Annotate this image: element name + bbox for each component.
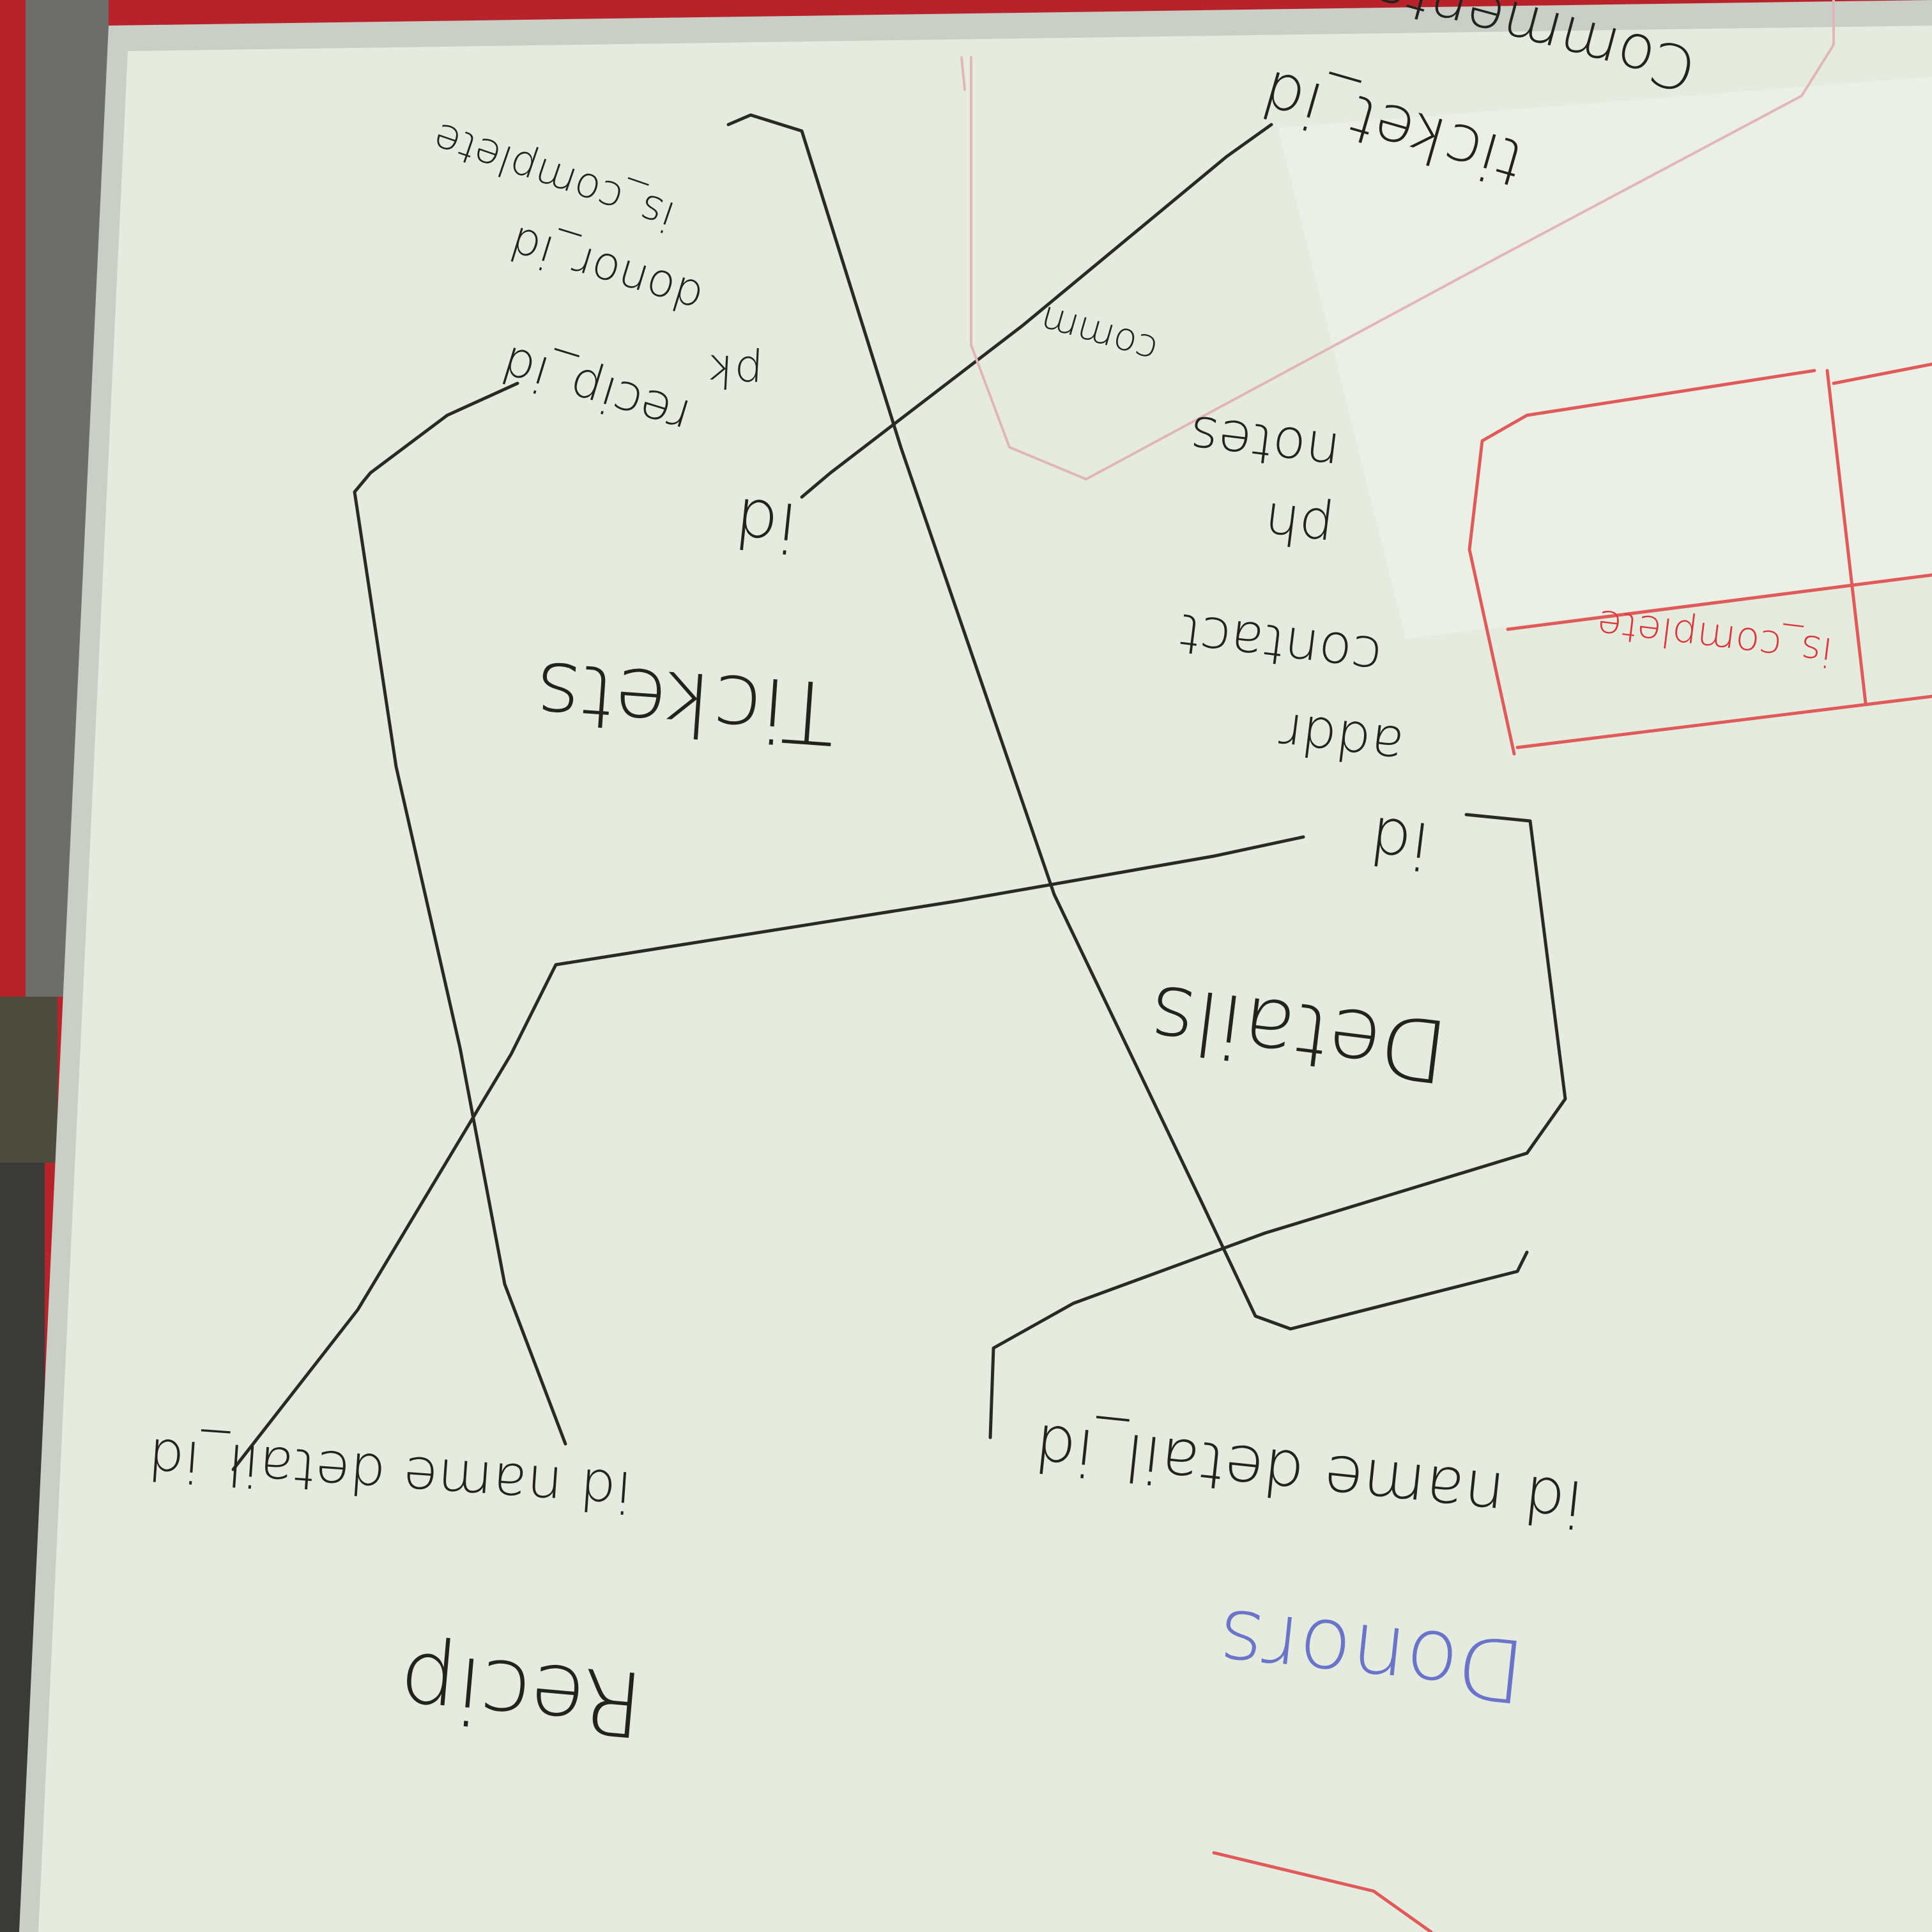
red-sketch — [1212, 362, 1932, 1932]
ticket-to-comments-line — [800, 123, 1273, 499]
comments-box — [970, 0, 1835, 480]
recip-title: Recip — [395, 1631, 647, 1756]
red-box-bottom — [1515, 694, 1932, 749]
red-box-vertical-2 — [1832, 362, 1932, 385]
details-field-addr: addr — [1276, 700, 1407, 778]
details-field-id: id — [1366, 802, 1433, 883]
details-field-ph: ph — [1261, 489, 1337, 560]
tickets-box-right — [726, 113, 1529, 1331]
tickets-title: Tickets — [532, 642, 839, 763]
details-to-donors-line — [988, 813, 1567, 1439]
comments-box-edge — [960, 56, 966, 91]
tickets-field-id: id — [732, 482, 801, 566]
relationship-lines — [231, 113, 1567, 1471]
pole-clamp — [0, 997, 57, 1163]
red-box-outline — [1468, 369, 1816, 756]
red-box-divider — [1506, 573, 1932, 631]
board-glare — [1278, 77, 1932, 639]
tickets-box-left — [353, 381, 567, 1446]
details-to-recip-line — [231, 835, 1305, 1471]
whiteboard — [19, 0, 1932, 1932]
tickets-field-pk: pk — [707, 344, 764, 399]
red-corner-arc — [1212, 1851, 1433, 1932]
red-box-vertical-1 — [1825, 369, 1867, 705]
